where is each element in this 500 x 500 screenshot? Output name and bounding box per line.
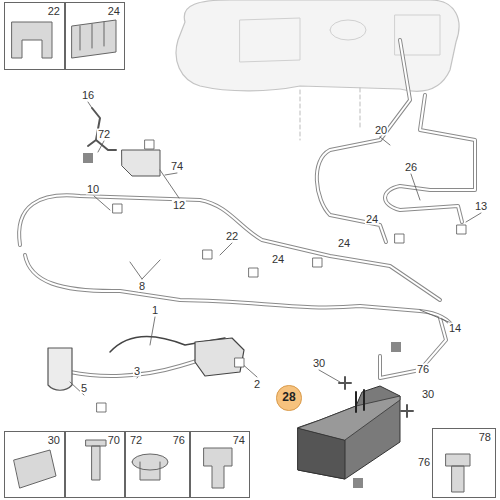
part-panel: 72 76 (125, 431, 190, 498)
callout-number: 30 (48, 434, 60, 446)
callout-number: 74 (170, 161, 184, 172)
callout-number: 24 (108, 5, 120, 17)
callout-number: 24 (337, 238, 351, 249)
part-panel: 78 (432, 428, 496, 498)
bracket (88, 108, 116, 150)
nut-marker (83, 153, 93, 163)
pipe-dashed (300, 88, 360, 140)
callout-number: 8 (138, 281, 146, 292)
callout-number: 12 (172, 200, 186, 211)
part-panel: 30 (4, 431, 65, 498)
callout-number: 76 (173, 434, 185, 446)
nut-marker (391, 342, 401, 352)
callout-number: 14 (448, 323, 462, 334)
callout-number: 74 (233, 434, 245, 446)
nut-marker (353, 478, 363, 488)
callout-number: 70 (108, 434, 120, 446)
part-panel: 70 (65, 431, 125, 498)
callout-number: 72 (130, 434, 142, 446)
fuel-filter (48, 348, 72, 390)
callout-number: 26 (404, 162, 418, 173)
callout-number: 1 (151, 305, 159, 316)
callout-number: 16 (81, 90, 95, 101)
callout-number: 76 (416, 364, 430, 375)
carbon-canister (298, 386, 400, 479)
bolt-marker (339, 377, 413, 417)
callout-number: 20 (374, 125, 388, 136)
callout-number: 30 (421, 389, 435, 400)
callout-number: 24 (271, 254, 285, 265)
injection-pump (195, 338, 244, 376)
fuel-pipes (19, 40, 475, 378)
canister-top (298, 396, 400, 440)
leader-lines (70, 102, 481, 412)
callout-number: 30 (312, 358, 326, 369)
part-panel: 24 (65, 2, 125, 70)
tank-detail (240, 15, 440, 62)
callout-number: 10 (86, 184, 100, 195)
callout-circle: 28 (276, 385, 301, 410)
callout-number: 22 (225, 231, 239, 242)
panel-icons (12, 20, 470, 492)
fuel-tank (176, 0, 459, 91)
callout-number: 5 (80, 383, 88, 394)
canister-port (356, 390, 364, 412)
callout-number: 78 (479, 431, 491, 443)
callout-number: 24 (365, 214, 379, 225)
part-panel: 22 (4, 2, 65, 70)
callout-number: 76 (417, 457, 431, 468)
callout-number: 72 (97, 129, 111, 140)
callout-number: 2 (253, 379, 261, 390)
callout-number: 22 (48, 5, 60, 17)
callout-number: 28 (282, 391, 295, 404)
callout-number: 3 (133, 366, 141, 377)
callout-number: 13 (474, 201, 488, 212)
pipe-clip-block (122, 150, 160, 176)
part-panel: 74 (190, 431, 250, 498)
